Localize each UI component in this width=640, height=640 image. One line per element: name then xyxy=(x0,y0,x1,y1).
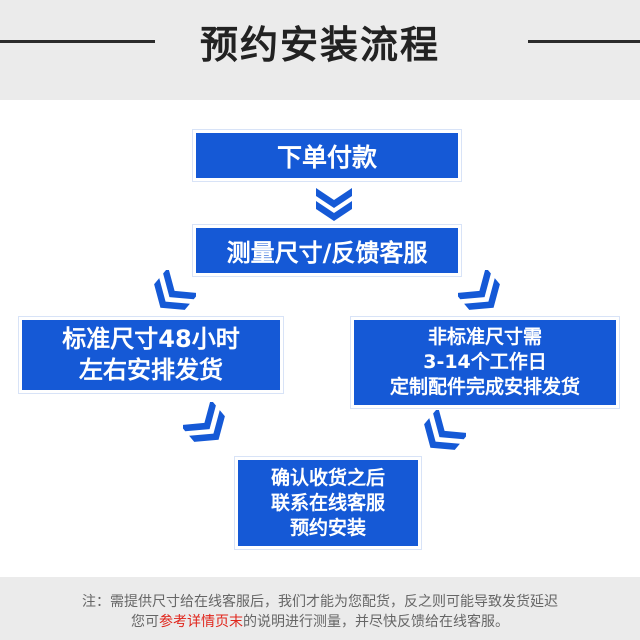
step-nonstandard-line-2: 3-14个工作日 xyxy=(423,351,547,373)
step-confirm-line-3: 预约安装 xyxy=(289,516,366,539)
step-confirm-line-2: 联系在线客服 xyxy=(270,491,385,514)
step-standard-line-2: 左右安排发货 xyxy=(79,356,223,384)
footer-note-line-2-prefix: 您可 xyxy=(131,614,159,630)
chevron-down-icon xyxy=(316,188,352,221)
header-band: 预约安装流程 xyxy=(0,0,640,100)
footer-note-line-1: 注：需提供尺寸给在线客服后，我们才能为您配货，反之则可能导致发货延迟 xyxy=(82,594,558,610)
step-standard-line-1: 标准尺寸48小时 xyxy=(62,325,240,353)
footer-note-line-2-suffix: 的说明进行测量，并尽快反馈给在线客服。 xyxy=(243,614,509,630)
header-divider-left xyxy=(0,40,155,43)
header-divider-right xyxy=(528,40,640,43)
step-nonstandard-size: 非标准尺寸需 3-14个工作日 定制配件完成安排发货 xyxy=(354,320,616,405)
step-order-label: 下单付款 xyxy=(276,142,377,172)
step-confirm-install: 确认收货之后 联系在线客服 预约安装 xyxy=(238,460,418,546)
step-measure-label: 测量尺寸/反馈客服 xyxy=(226,239,428,267)
footer-note-line-2: 您可参考详情页末的说明进行测量，并尽快反馈给在线客服。 xyxy=(0,611,640,631)
step-measure-feedback: 测量尺寸/反馈客服 xyxy=(196,228,458,273)
page-title: 预约安装流程 xyxy=(199,23,440,67)
step-standard-size: 标准尺寸48小时 左右安排发货 xyxy=(22,320,280,390)
chevron-diagonal-right-icon xyxy=(183,402,225,442)
footer-note-highlight: 参考详情页末 xyxy=(159,614,243,630)
footer-note: 注：需提供尺寸给在线客服后，我们才能为您配货，反之则可能导致发货延迟 您可参考详… xyxy=(0,577,640,640)
step-confirm-line-1: 确认收货之后 xyxy=(270,466,385,489)
step-nonstandard-line-3: 定制配件完成安排发货 xyxy=(389,376,580,398)
step-nonstandard-line-1: 非标准尺寸需 xyxy=(427,326,542,348)
chevron-diagonal-left-icon xyxy=(154,270,196,310)
step-order-payment: 下单付款 xyxy=(196,133,458,178)
chevron-diagonal-right-icon xyxy=(458,270,500,310)
chevron-diagonal-left-icon xyxy=(424,410,466,450)
